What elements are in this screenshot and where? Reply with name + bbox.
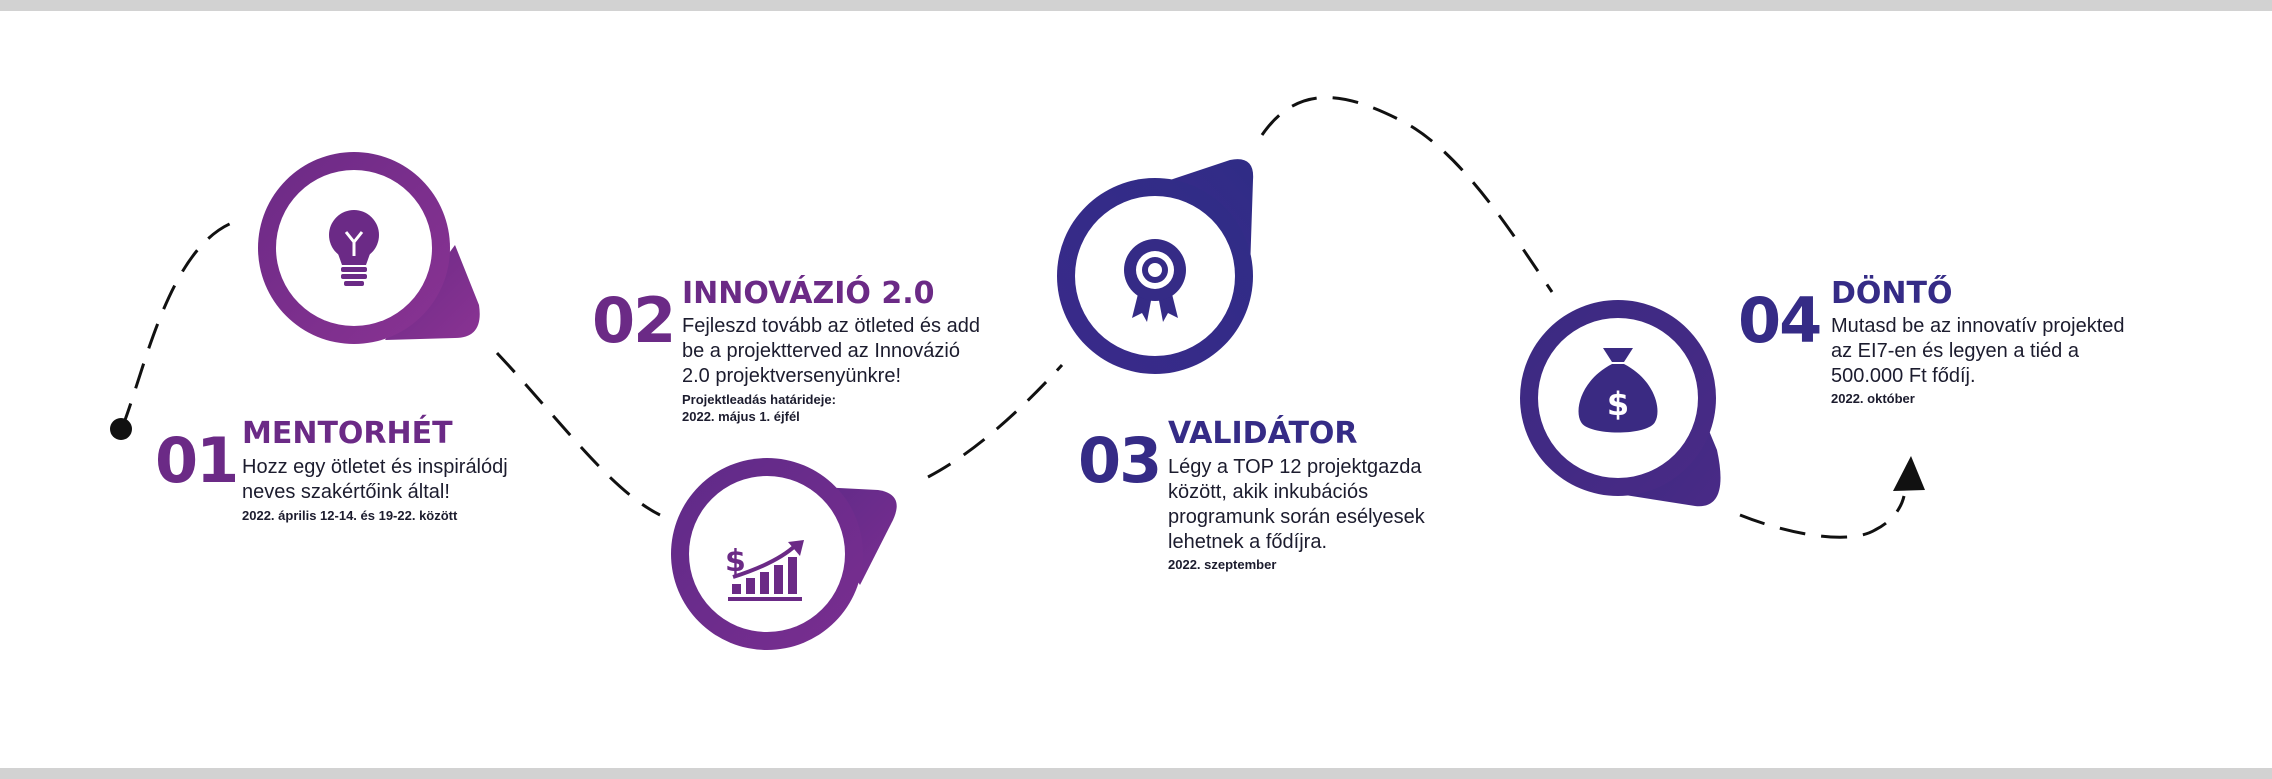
svg-text:$: $ [1607,385,1629,423]
step-number: 01 [155,424,239,497]
timeline-dashed-path [927,363,1064,479]
timeline-end-arrow [1893,456,1925,491]
step-description-line: Mutasd be az innovatív projekted [1831,315,2125,337]
money-bag-icon: $ [1578,348,1658,433]
step-description-line: Hozz egy ötletet és inspirálódj [242,456,508,478]
step-description-line: között, akik inkubációs [1168,481,1369,503]
svg-text:$: $ [725,544,746,579]
timeline-start-dot [110,418,132,440]
step-number: 02 [592,284,676,357]
step-description-line: 500.000 Ft fődíj. [1831,365,1976,387]
award-badge-icon [1124,239,1186,322]
timeline-dashed-path [120,218,241,429]
step-description-line: lehetnek a fődíjra. [1168,531,1327,553]
step-date: 2022. október [1831,391,1915,406]
lightbulb-icon [329,210,379,286]
step-description-line: neves szakértőink által! [242,481,450,503]
pin-step-02 [671,458,897,650]
step-deadline-label: Projektleadás határideje: [682,392,836,407]
top-frame-bar [0,0,2272,11]
step-description-line: Fejleszd tovább az ötleted és add [682,315,980,337]
growth-chart-icon: $ [725,540,804,601]
step-date: 2022. szeptember [1168,557,1277,572]
step-description-line: programunk során esélyesek [1168,506,1425,528]
step-title: VALIDÁTOR [1168,416,1358,451]
step-description-line: be a projektterved az Innovázió [682,340,960,362]
timeline-dashed-path [495,351,661,517]
step-title: MENTORHÉT [242,416,453,451]
step-date: 2022. május 1. éjfél [682,409,800,424]
bottom-frame-bar [0,768,2272,779]
step-description-line: 2.0 projektversenyünkre! [682,365,902,387]
timeline-dashed-path [1739,495,1906,539]
step-date: 2022. április 12-14. és 19-22. között [242,508,458,523]
step-title: INNOVÁZIÓ 2.0 [682,276,935,311]
step-number: 03 [1078,424,1162,497]
timeline-dashed-path [1260,96,1554,293]
step-title: DÖNTŐ [1831,276,1953,311]
step-description-line: az EI7-en és legyen a tiéd a [1831,340,2079,362]
step-number: 04 [1738,284,1822,357]
step-description-line: Légy a TOP 12 projektgazda [1168,456,1422,478]
